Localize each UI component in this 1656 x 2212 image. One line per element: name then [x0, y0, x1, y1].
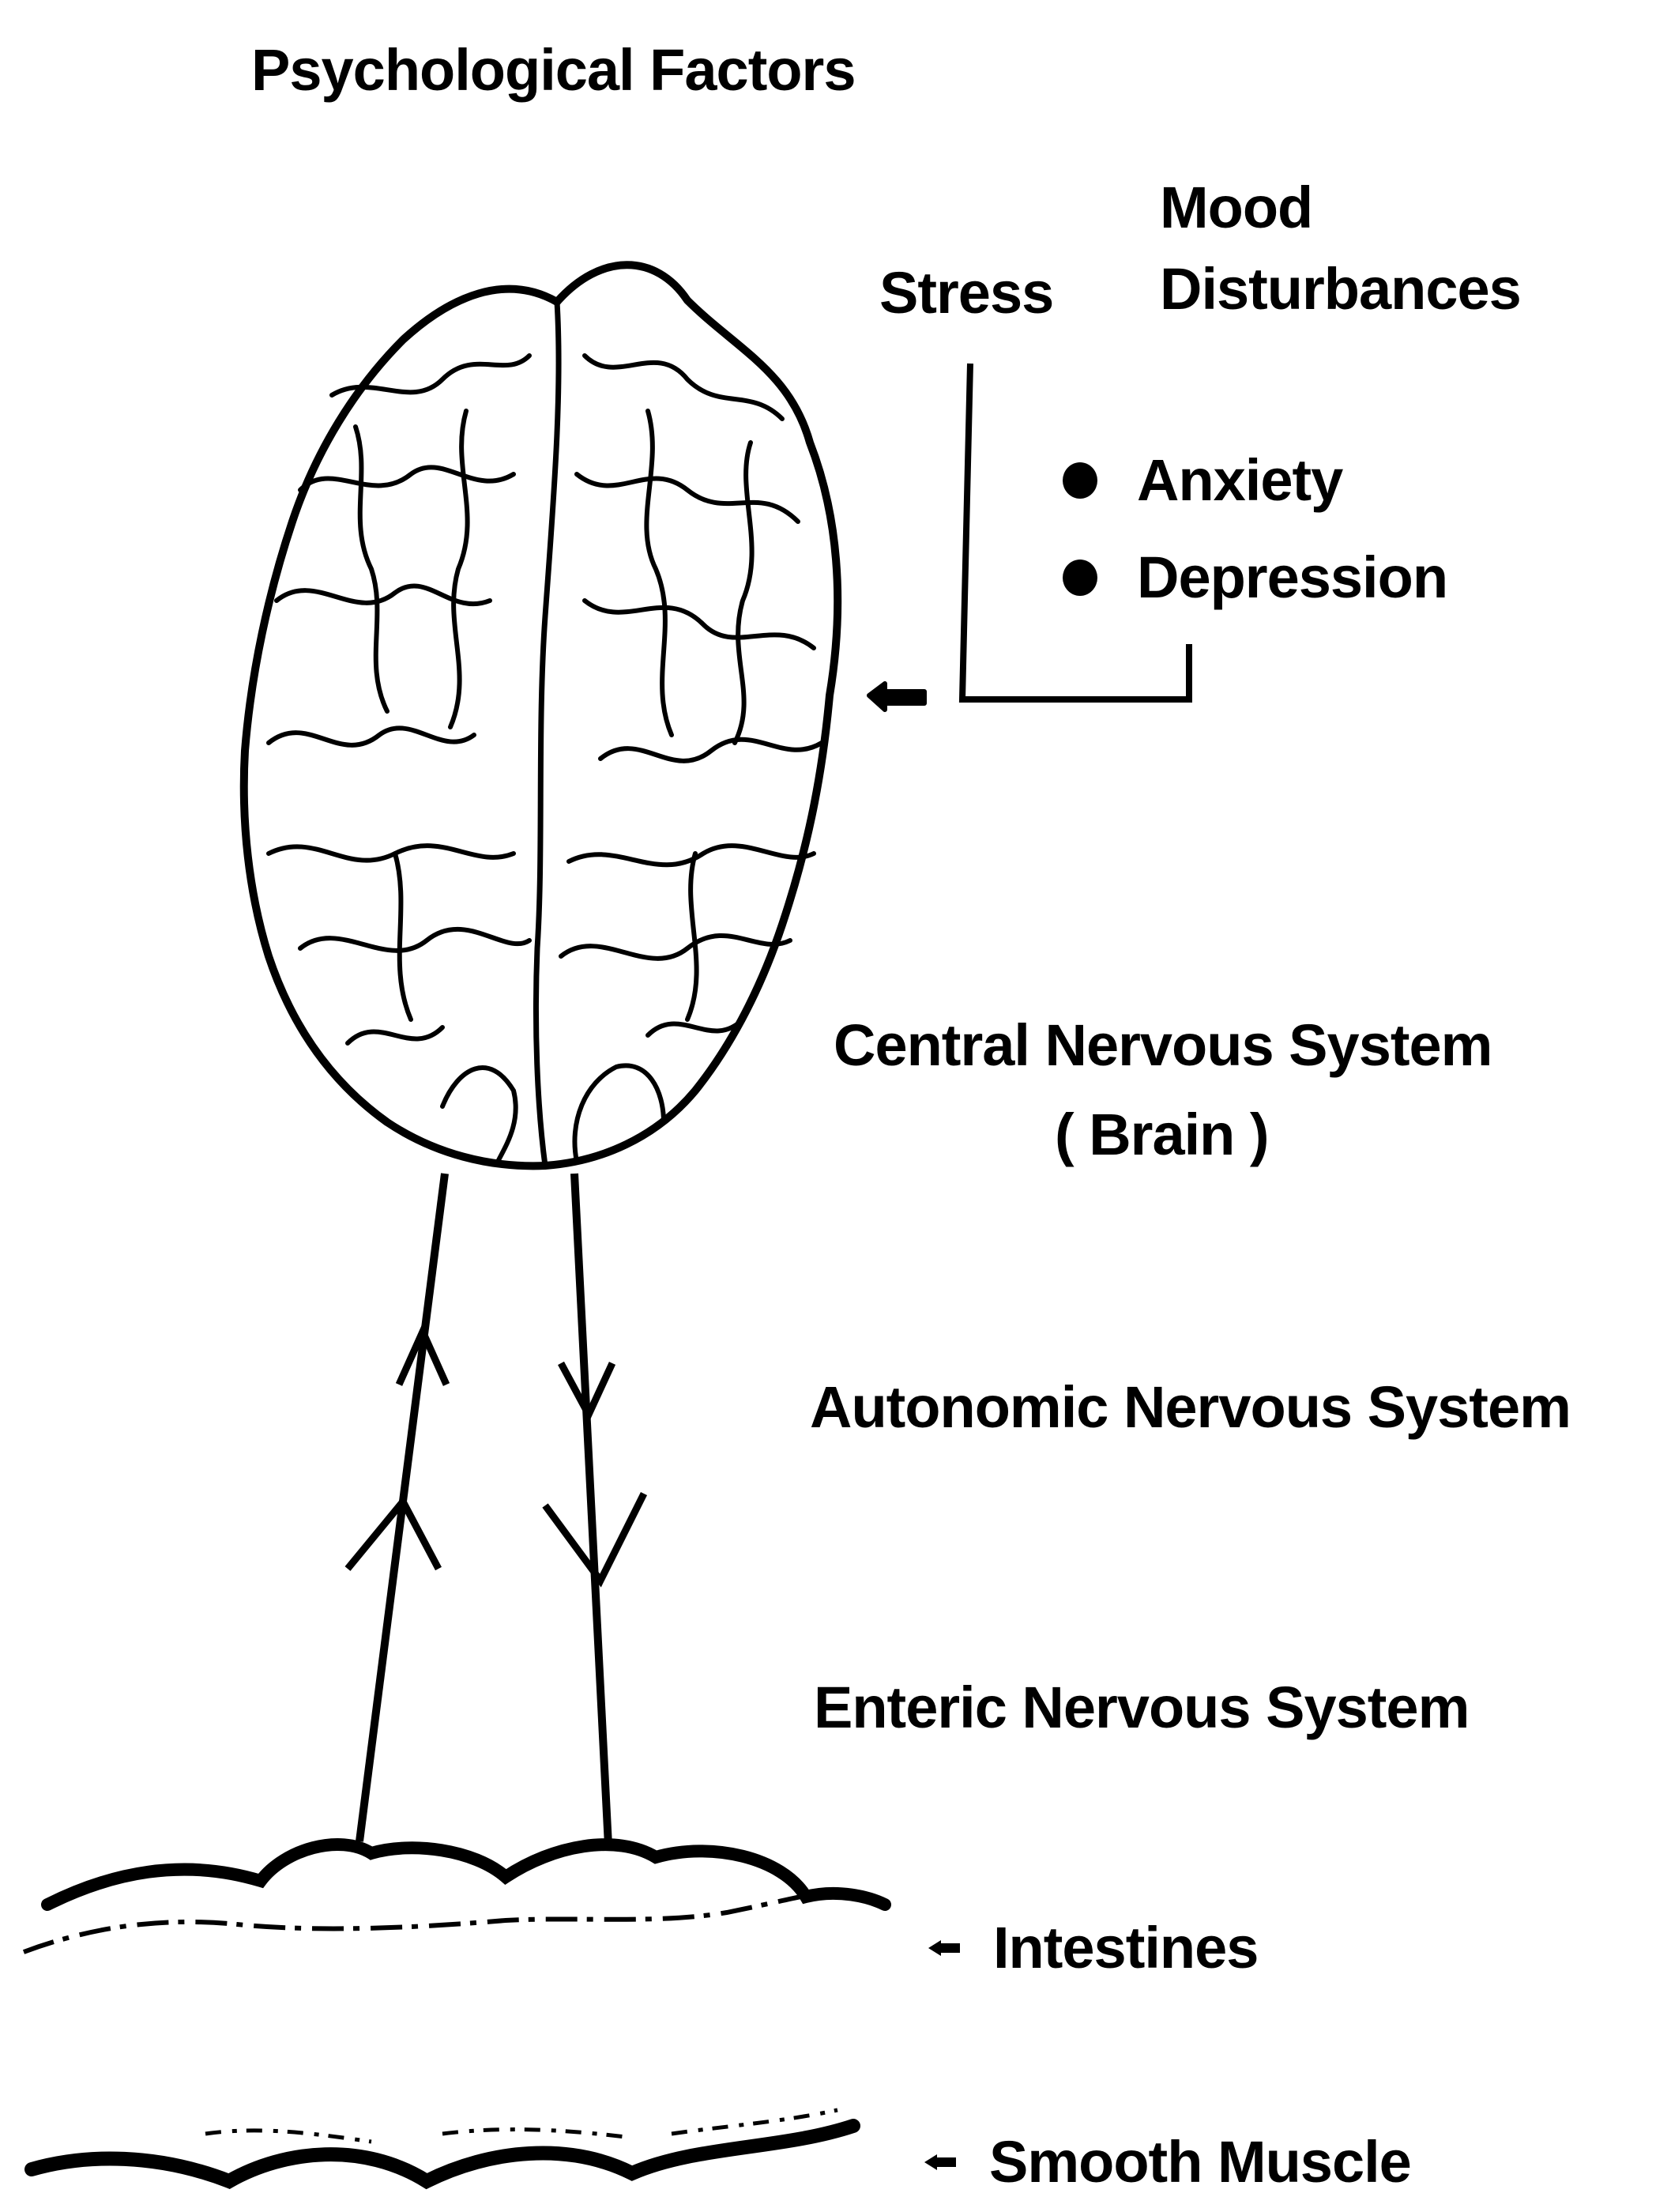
bullet-icon	[1063, 462, 1097, 499]
smooth-muscle-label: Smooth Muscle	[989, 2128, 1411, 2195]
intestines-inner	[24, 1893, 822, 1952]
brain-gyri	[269, 356, 822, 1162]
smooth-muscle-texture	[205, 2110, 837, 2142]
smooth-muscle-item: Smooth Muscle	[924, 2128, 1411, 2195]
intestines-label: Intestines	[993, 1914, 1258, 1981]
factors-bracket	[962, 364, 1189, 699]
ens-label: Enteric Nervous System	[814, 1675, 1469, 1739]
cns-label-line1: Central Nervous System	[834, 1013, 1492, 1077]
cns-label-line2: ( Brain )	[1055, 1102, 1269, 1166]
intestines-icon	[47, 1845, 885, 1905]
left-arrow-icon	[928, 1940, 958, 1956]
depression-label: Depression	[1137, 544, 1447, 611]
brain-fissure	[536, 302, 559, 1166]
efferent-pathway	[574, 1174, 608, 1845]
left-arrow-icon	[924, 2154, 954, 2170]
factors-arrow-icon	[869, 684, 924, 710]
diagram-title: Psychological Factors	[251, 38, 856, 102]
stress-label: Stress	[879, 261, 1053, 325]
depression-item: Depression	[1063, 544, 1447, 611]
anxiety-item: Anxiety	[1063, 447, 1342, 514]
bullet-icon	[1063, 560, 1097, 596]
mood-label-line1: Mood	[1160, 175, 1312, 239]
smooth-muscle-icon	[32, 2126, 853, 2181]
intestines-item: Intestines	[928, 1914, 1258, 1981]
anxiety-label: Anxiety	[1137, 447, 1342, 514]
mood-label-line2: Disturbances	[1160, 257, 1521, 321]
ans-label: Autonomic Nervous System	[810, 1375, 1571, 1439]
